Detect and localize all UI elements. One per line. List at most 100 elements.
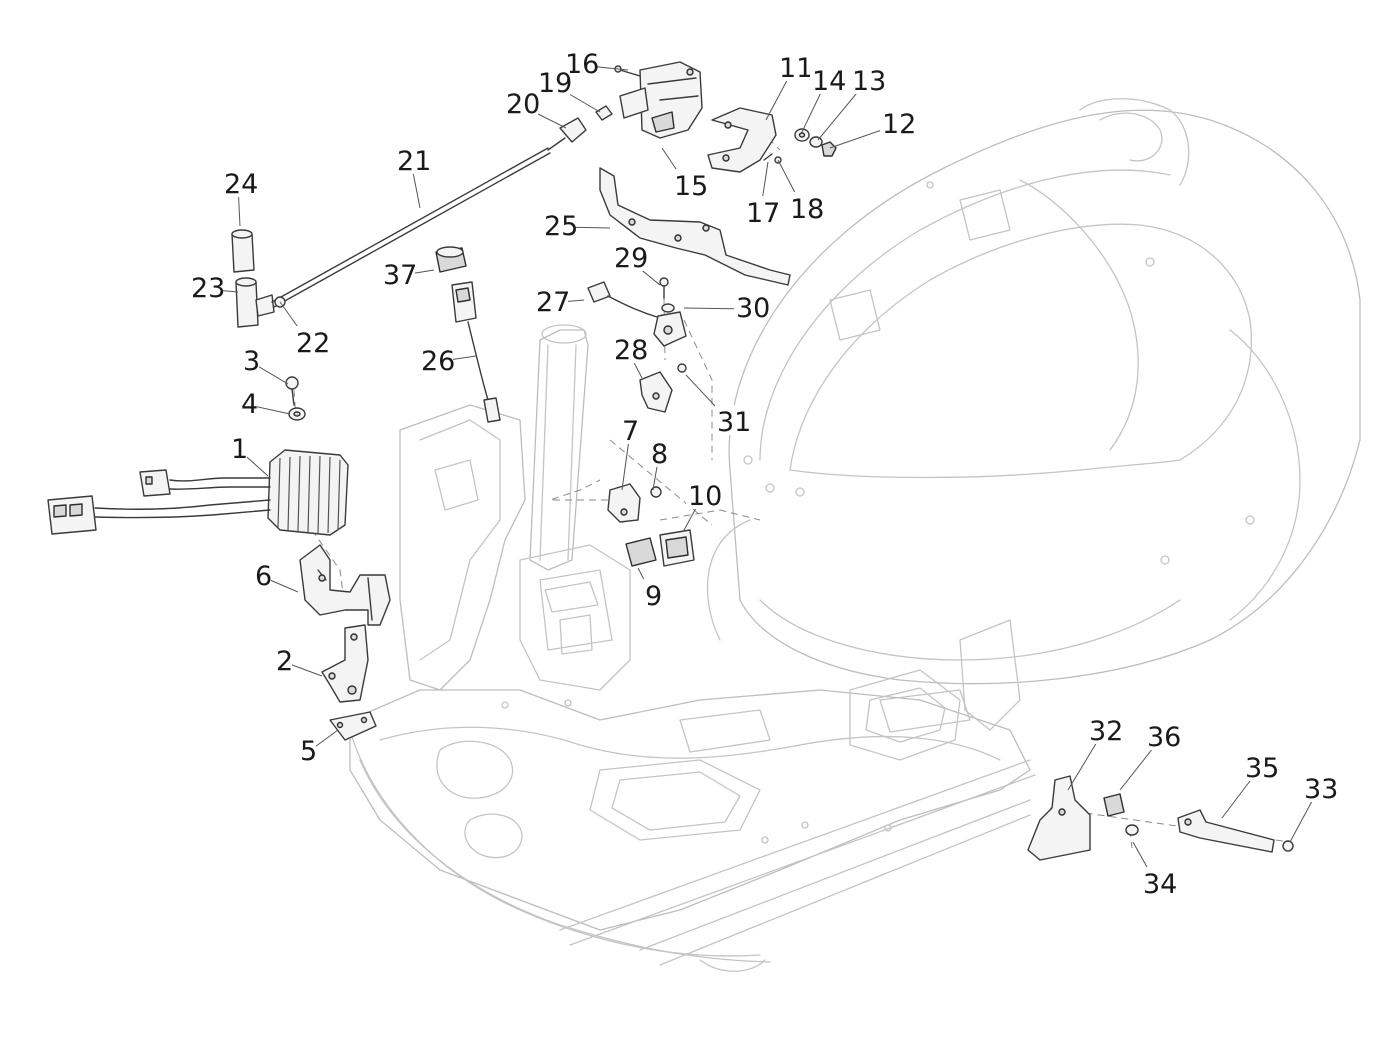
washer-part-13 bbox=[809, 136, 823, 148]
callout-number-30: 30 bbox=[736, 293, 770, 324]
callout-number-10: 10 bbox=[688, 481, 722, 512]
callout-backdrop-5 bbox=[298, 734, 316, 764]
nut-part-12 bbox=[821, 141, 837, 157]
callout-backdrop-8 bbox=[649, 437, 667, 467]
nut-part-8 bbox=[650, 486, 662, 498]
callout-number-8: 8 bbox=[651, 439, 668, 470]
callout-backdrop-26 bbox=[419, 344, 453, 374]
callout-backdrop-11 bbox=[777, 51, 811, 81]
callout-backdrop-3 bbox=[241, 344, 259, 374]
callout-backdrop-21 bbox=[395, 144, 429, 174]
voltage-regulator-part bbox=[47, 449, 349, 536]
callout-number-19: 19 bbox=[538, 68, 572, 99]
callout-backdrop-34 bbox=[1141, 867, 1175, 897]
sensor-part-27 bbox=[587, 281, 687, 347]
callout-backdrop-37 bbox=[381, 258, 415, 288]
callout-backdrop-33 bbox=[1302, 772, 1336, 802]
callout-number-16: 16 bbox=[565, 49, 599, 80]
callout-number-21: 21 bbox=[397, 146, 431, 177]
callout-backdrop-7 bbox=[620, 414, 638, 444]
callout-backdrop-18 bbox=[788, 192, 822, 222]
callout-backdrop-9 bbox=[643, 579, 661, 609]
screw-part-29 bbox=[659, 277, 669, 299]
callout-number-14: 14 bbox=[812, 66, 846, 97]
actuator-part-15 bbox=[619, 61, 703, 139]
callout-backdrop-29 bbox=[612, 241, 646, 271]
scooter-frame-outline bbox=[349, 98, 1361, 972]
callout-number-27: 27 bbox=[536, 287, 570, 318]
callout-number-3: 3 bbox=[243, 346, 260, 377]
callout-backdrop-10 bbox=[686, 479, 720, 509]
callout-number-32: 32 bbox=[1089, 716, 1123, 747]
callout-backdrop-19 bbox=[536, 66, 570, 96]
bar-part-35 bbox=[1177, 809, 1275, 853]
callout-number-29: 29 bbox=[614, 243, 648, 274]
cable-rod-part-21 bbox=[271, 147, 551, 308]
callout-number-5: 5 bbox=[300, 736, 317, 767]
relay-part-9 bbox=[625, 537, 657, 567]
cap-part-24 bbox=[231, 229, 255, 273]
callout-backdrop-22 bbox=[294, 326, 328, 356]
callout-backdrop-2 bbox=[274, 644, 292, 674]
callout-backdrop-6 bbox=[253, 559, 271, 589]
connector-part-10 bbox=[659, 529, 695, 567]
sensor-housing-part-23 bbox=[235, 277, 275, 328]
callout-number-36: 36 bbox=[1147, 722, 1181, 753]
screw-part-16 bbox=[614, 65, 641, 77]
callout-number-17: 17 bbox=[746, 198, 780, 229]
screw-part-3 bbox=[285, 376, 299, 406]
callout-backdrop-35 bbox=[1243, 751, 1277, 781]
washer-part-14 bbox=[794, 128, 810, 142]
callout-number-18: 18 bbox=[790, 194, 824, 225]
callout-backdrop-17 bbox=[744, 196, 778, 226]
callout-number-9: 9 bbox=[645, 581, 662, 612]
callout-backdrop-27 bbox=[534, 285, 568, 315]
callout-number-23: 23 bbox=[191, 273, 225, 304]
bracket-part-28 bbox=[639, 371, 673, 413]
callout-number-35: 35 bbox=[1245, 753, 1279, 784]
washer-part-4 bbox=[288, 407, 306, 421]
callout-backdrop-28 bbox=[612, 333, 646, 363]
callout-backdrop-31 bbox=[715, 405, 749, 435]
long-bracket-part-25 bbox=[599, 167, 791, 286]
clip-part-36 bbox=[1103, 793, 1125, 817]
mounting-plate-part-2 bbox=[321, 624, 369, 703]
callout-number-26: 26 bbox=[421, 346, 455, 377]
callout-backdrop-12 bbox=[880, 107, 914, 137]
bracket-part-7 bbox=[607, 483, 641, 523]
callout-number-20: 20 bbox=[506, 89, 540, 120]
callout-backdrop-15 bbox=[672, 169, 706, 199]
callout-backdrop-20 bbox=[504, 87, 538, 117]
callout-number-2: 2 bbox=[276, 646, 293, 677]
callout-backdrop-13 bbox=[850, 64, 884, 94]
callout-number-22: 22 bbox=[296, 328, 330, 359]
screw-part-31 bbox=[677, 363, 687, 373]
switch-part-26 bbox=[451, 281, 501, 423]
callout-number-6: 6 bbox=[255, 561, 272, 592]
callout-backdrop-30 bbox=[734, 291, 768, 321]
pin-part-19 bbox=[595, 105, 613, 121]
callout-backdrop-24 bbox=[222, 167, 256, 197]
callout-number-12: 12 bbox=[882, 109, 916, 140]
callout-number-7: 7 bbox=[622, 416, 639, 447]
callout-backdrop-36 bbox=[1145, 720, 1179, 750]
small-plate-part-5 bbox=[329, 711, 377, 741]
callout-number-34: 34 bbox=[1143, 869, 1177, 900]
callout-number-37: 37 bbox=[383, 260, 417, 291]
washer-part-34 bbox=[1125, 824, 1139, 836]
callout-number-1: 1 bbox=[231, 434, 248, 465]
callout-number-15: 15 bbox=[674, 171, 708, 202]
callout-backdrop-23 bbox=[189, 271, 223, 301]
callout-number-4: 4 bbox=[241, 389, 258, 420]
callout-number-33: 33 bbox=[1304, 774, 1338, 805]
screw-part-17 bbox=[763, 153, 773, 161]
callout-backdrop-1 bbox=[229, 432, 247, 462]
callout-number-31: 31 bbox=[717, 407, 751, 438]
callout-number-28: 28 bbox=[614, 335, 648, 366]
callout-backdrop-25 bbox=[542, 209, 576, 239]
fitting-part-20 bbox=[547, 117, 587, 151]
nut-part-33 bbox=[1282, 840, 1294, 852]
regulator-bracket-part bbox=[299, 544, 391, 626]
callout-backdrop-32 bbox=[1087, 714, 1121, 744]
